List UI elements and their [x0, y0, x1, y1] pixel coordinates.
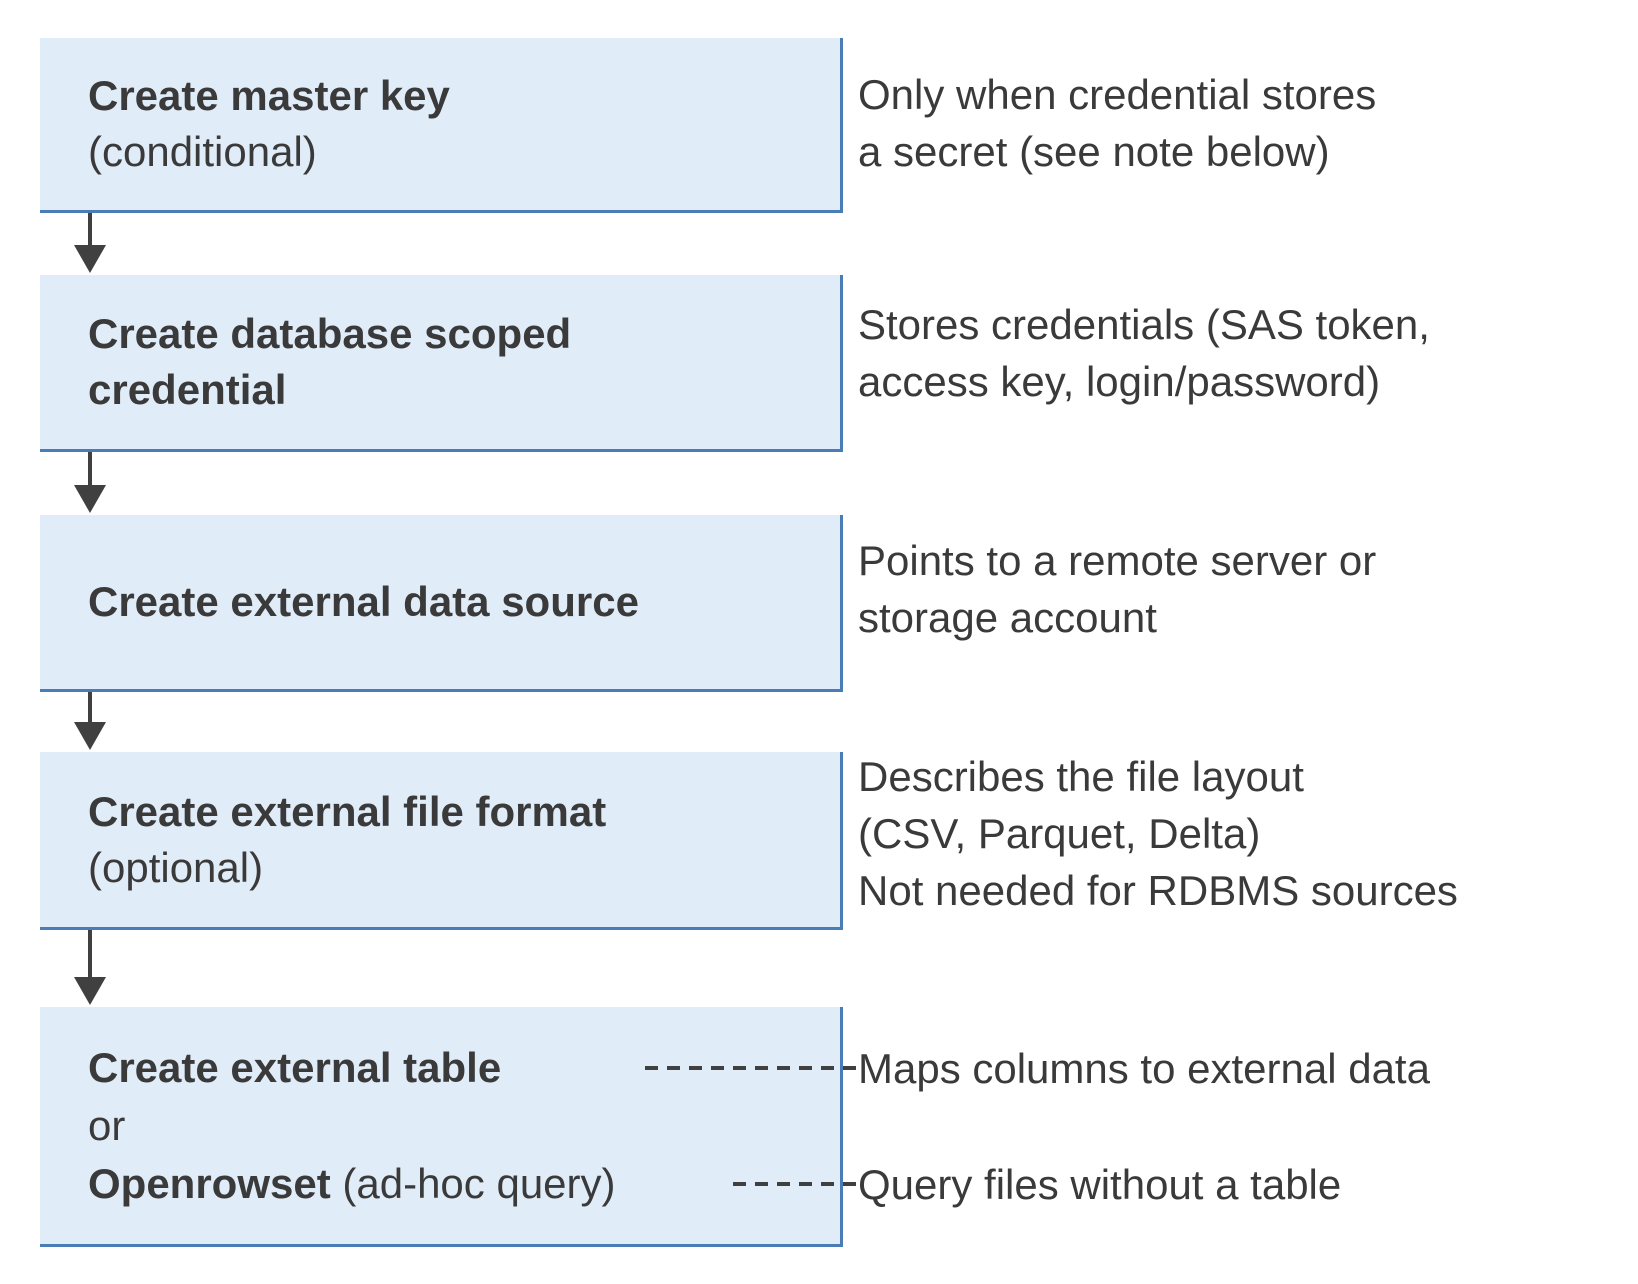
- down-arrow-icon: [74, 452, 106, 513]
- flow-arrow-2: [70, 452, 110, 513]
- dashed-connector-external-table: [645, 1062, 858, 1074]
- box-subtitle: (optional): [88, 843, 264, 891]
- down-arrow-icon: [74, 692, 106, 750]
- box-title: Create master key: [88, 72, 450, 119]
- box-alt-title: Openrowset: [88, 1159, 331, 1207]
- box-subtitle: (conditional): [88, 128, 317, 175]
- box-alt-suffix: (ad-hoc query): [330, 1159, 616, 1207]
- down-arrow-icon: [74, 930, 106, 1005]
- flow-arrow-4: [70, 930, 110, 1005]
- flow-box-create-master-key: Create master key (conditional): [40, 38, 843, 213]
- box-title: Create external file format: [88, 787, 607, 835]
- dashed-connector-openrowset: [733, 1178, 858, 1190]
- flow-box-create-external-data-source: Create external data source: [40, 515, 843, 692]
- note-external-data-source: Points to a remote server or storage acc…: [858, 537, 1377, 641]
- box-title: Create external data source: [88, 578, 639, 625]
- flow-arrow-3: [70, 692, 110, 750]
- flow-box-create-external-table-or-openrowset: Create external table or Openrowset (ad-…: [40, 1007, 843, 1247]
- dashed-line-icon: [733, 1182, 858, 1186]
- flow-box-create-external-file-format: Create external file format (optional): [40, 752, 843, 930]
- note-openrowset: Query files without a table: [858, 1161, 1342, 1208]
- note-scoped-credential: Stores credentials (SAS token, access ke…: [858, 301, 1430, 405]
- note-external-table: Maps columns to external data: [858, 1045, 1430, 1092]
- box-or-label: or: [88, 1101, 126, 1149]
- down-arrow-icon: [74, 213, 106, 273]
- note-external-file-format: Describes the file layout (CSV, Parquet,…: [858, 753, 1458, 914]
- dashed-line-icon: [645, 1066, 858, 1070]
- flow-arrow-1: [70, 213, 110, 273]
- note-master-key: Only when credential stores a secret (se…: [858, 71, 1377, 175]
- box-alt-line: Openrowset (ad-hoc query): [88, 1155, 840, 1213]
- box-title: Create database scoped credential: [88, 310, 572, 413]
- box-title: Create external table: [88, 1043, 502, 1091]
- flow-box-create-database-scoped-credential: Create database scoped credential: [40, 275, 843, 452]
